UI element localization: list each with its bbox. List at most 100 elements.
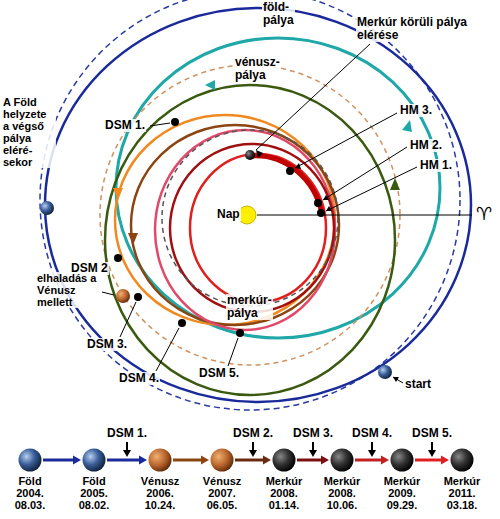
maneuver-tick [431,442,433,451]
arrow-head [139,456,147,465]
arrow-head [441,456,449,465]
event-label: HM 1. [419,159,453,172]
planet-disc [19,449,42,472]
planet-date: Merkúr 2008. 10.06. [324,475,361,511]
leader-heads [256,150,399,382]
transfer-orbit [190,154,326,302]
planet-icon [18,448,42,472]
transfer-orbit [116,38,440,338]
transfer-orbit [155,130,335,330]
orbit-label: merkúr- pálya [226,294,273,320]
maneuver-label: DSM 2. [232,427,274,440]
arrow-head [263,456,271,465]
orbit-label: vénusz- pálya [234,56,281,82]
maneuver-tick [126,442,128,451]
arrow-line [297,459,322,462]
planet-date: Föld 2004. 08.03. [15,475,46,511]
maneuver-label: DSM 5. [198,367,240,380]
vernal-line [257,215,472,216]
maneuver-tick-head [309,450,317,457]
arrow-line [415,459,442,462]
planet-disc [149,449,172,472]
event-label: HM 3. [399,104,433,117]
planet-node: Merkúr 2009. 09.29. [390,448,414,472]
planet-node: Vénusz 2006. 10.24. [148,448,172,472]
direction-arrow [402,120,412,132]
transfer-orbit [131,125,339,325]
planet-node: Merkúr 2008. 10.06. [330,448,354,472]
maneuver-tick-head [249,450,257,457]
planet-disc [391,449,414,472]
maneuver-label: DSM 1. [104,119,146,132]
maneuver-tick [371,442,373,451]
orbit-label: föld- pálya [262,1,295,27]
maneuver-label: DSM 5. [411,427,453,440]
planet-disc [83,449,106,472]
start-label: start [404,378,432,391]
planet-icon [148,448,172,472]
transfer-orbit [170,144,334,312]
sun-label: Nap [216,208,241,221]
maneuver-tick-head [368,450,376,457]
earth-planet [40,201,54,215]
planet-disc [331,449,354,472]
arrow-line [235,459,264,462]
arrow-head [73,456,81,465]
planet-disc [451,449,474,472]
planet-date: Föld 2005. 08.02. [79,475,110,511]
maneuver-tick [252,442,254,451]
planet-node: Merkúr 2011. 03.18. [450,448,474,472]
planet-date: Merkúr 2011. 03.18. [444,475,481,511]
flyby-label: elhaladás a Vénusz mellett [36,272,102,308]
maneuver-tick-head [123,450,131,457]
planet-date: Merkúr 2009. 09.29. [384,475,421,511]
mercury-orbit [162,130,338,306]
planet-icon [210,448,234,472]
planet-node: Vénusz 2007. 06.05. [210,448,234,472]
planet-disc [211,449,234,472]
planet-date: Vénusz 2007. 06.05. [203,475,242,511]
timeline-arrow [173,456,209,465]
maneuver-label: DSM 3. [86,338,128,351]
note-label: A Föld helyzete a végső pálya eléré- sek… [2,96,56,168]
planet-date: Merkúr 2008. 01.14. [266,475,303,511]
arrow-line [107,459,140,462]
planet-node: Föld 2005. 08.02. [82,448,106,472]
event-dots [114,118,325,337]
venus-planet [116,289,130,303]
direction-arrow [128,233,138,245]
arrow-head [321,456,329,465]
direction-arrow [205,80,215,90]
timeline-arrow [43,456,81,465]
earth-orbit [40,0,460,410]
arrow-line [173,459,202,462]
planet-node: Merkúr 2008. 01.14. [272,448,296,472]
orbit-arc [250,156,322,214]
event-label: HM 2. [409,139,443,152]
sun [238,206,256,224]
maneuver-label: DSM 4. [351,427,393,440]
maneuver-label: DSM 3. [292,427,334,440]
arrow-head [381,456,389,465]
maneuver-label: DSM 4. [118,372,160,385]
arrow-head [201,456,209,465]
leader-lines [102,44,417,383]
planet-node: Föld 2004. 08.03. [18,448,42,472]
arrow-line [355,459,382,462]
planet-icon [390,448,414,472]
direction-arrow [113,188,123,200]
planet-icon [330,448,354,472]
planet-icon [82,448,106,472]
planet-icon [450,448,474,472]
planet-date: Vénusz 2006. 10.24. [141,475,180,511]
earth-planet [378,365,392,379]
maneuver-label: DSM 1. [106,427,148,440]
vernal-symbol: ♈ [475,203,493,225]
planet-disc [273,449,296,472]
maneuver-tick [312,442,314,451]
maneuver-tick-head [428,450,436,457]
event-label: Merkúr körüli pálya elérése [356,16,476,42]
transfer-orbit [45,8,471,402]
mercury-planet [245,150,255,160]
